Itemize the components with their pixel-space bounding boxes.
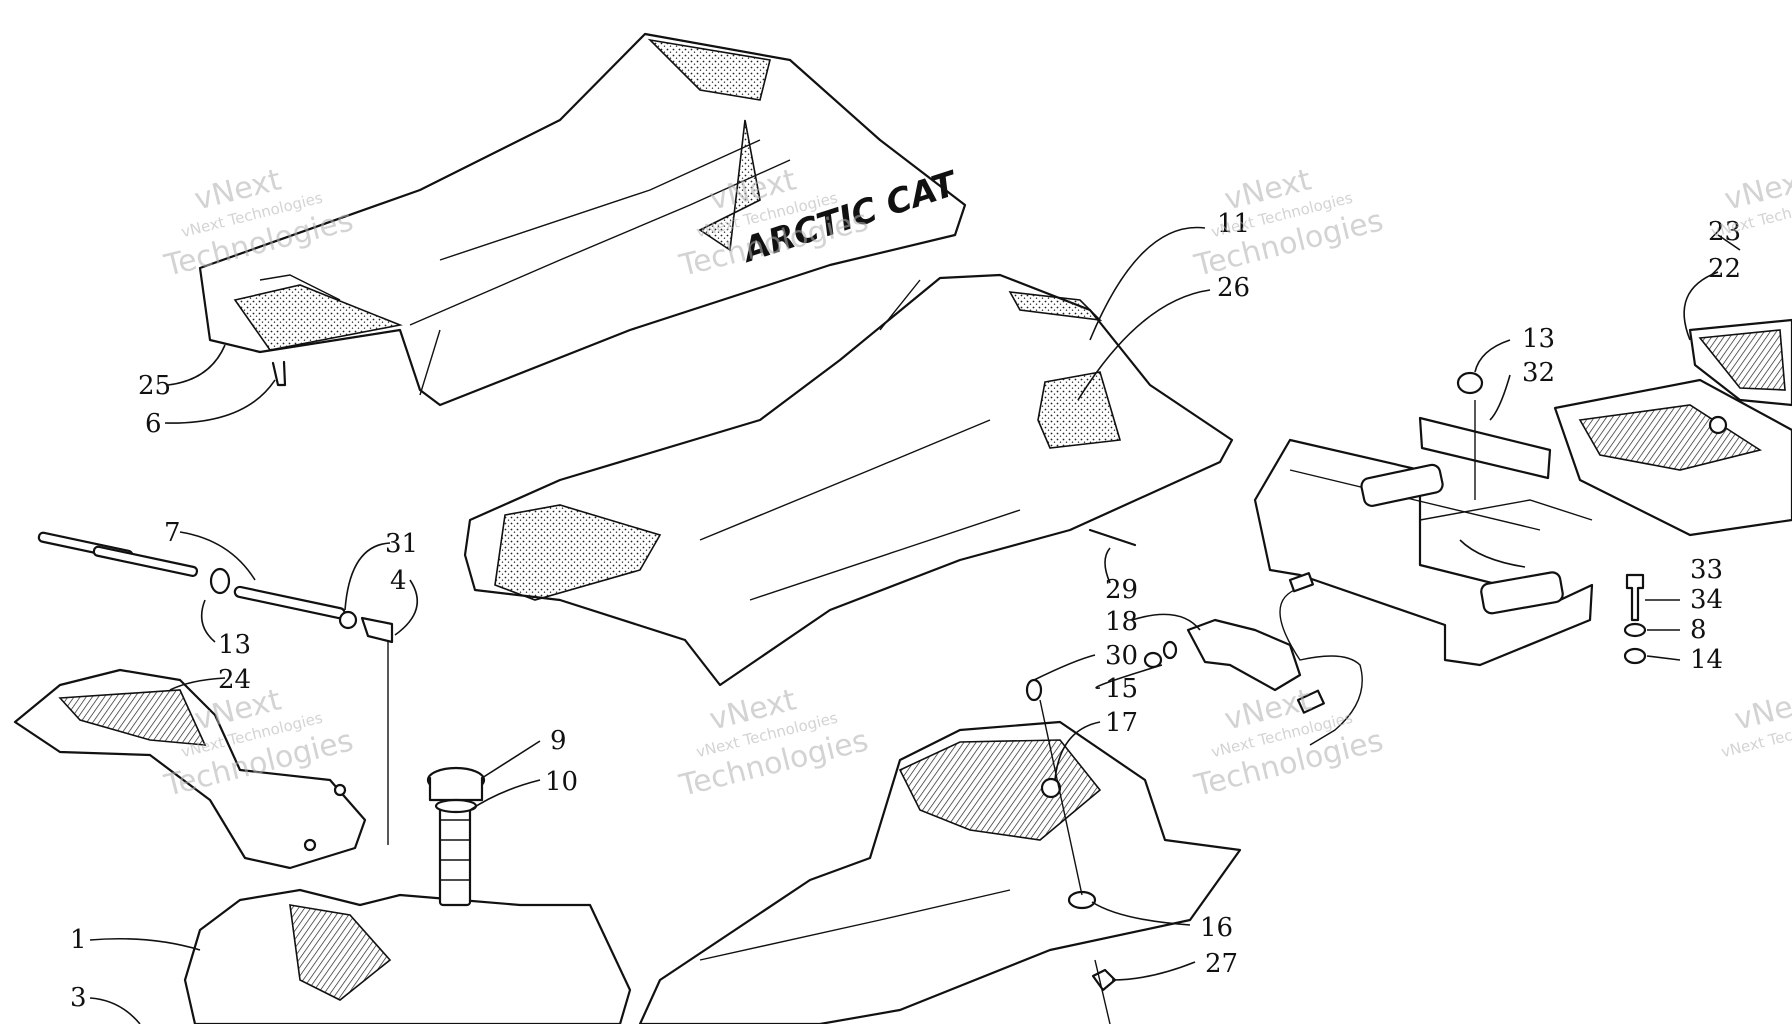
pin-29 [1088, 528, 1137, 547]
callout-27: 27 [1205, 949, 1238, 979]
callout-18: 18 [1105, 607, 1138, 637]
taillight-assembly [1553, 318, 1792, 537]
washer-15 [1162, 640, 1178, 660]
grab-rack [1253, 438, 1594, 667]
callout-25: 25 [138, 371, 171, 401]
callout-23: 23 [1708, 217, 1741, 247]
leader-lines [89, 226, 1741, 1024]
callout-33: 33 [1690, 555, 1723, 585]
callout-16: 16 [1200, 913, 1233, 943]
callout-1: 1 [70, 925, 87, 955]
washer-8 [1623, 622, 1647, 638]
callout-14: 14 [1690, 645, 1723, 675]
callout-9: 9 [550, 726, 567, 756]
callout-15: 15 [1105, 674, 1138, 704]
nut-14 [1623, 647, 1647, 665]
callout-13-right: 13 [1522, 324, 1555, 354]
callout-11: 11 [1217, 209, 1250, 239]
seat-cover-middle [463, 273, 1234, 687]
fuel-tank [183, 766, 632, 1024]
bolt-34 [1625, 573, 1645, 622]
callout-13-left: 13 [218, 630, 251, 660]
nut-15 [1143, 651, 1163, 669]
callout-labels: 11 26 23 22 13 32 25 6 7 31 4 13 24 29 1… [70, 209, 1741, 1013]
strap-rods [37, 531, 394, 845]
backrest-cushion [13, 668, 367, 870]
callout-32: 32 [1522, 358, 1555, 388]
callout-7: 7 [164, 518, 181, 548]
rack-pad [1418, 416, 1552, 480]
callout-10: 10 [545, 767, 578, 797]
callout-31: 31 [385, 529, 418, 559]
callout-22: 22 [1708, 254, 1741, 284]
callout-34: 34 [1690, 585, 1723, 615]
callout-30: 30 [1105, 641, 1138, 671]
callout-3: 3 [70, 983, 87, 1013]
callout-24: 24 [218, 665, 251, 695]
seat-cover-upper [198, 32, 967, 407]
callout-4: 4 [390, 566, 407, 596]
plug-30 [1025, 678, 1043, 702]
callout-26: 26 [1217, 273, 1250, 303]
clip-6 [271, 360, 287, 387]
callout-8: 8 [1690, 615, 1707, 645]
harness-bracket [1186, 572, 1363, 746]
callout-6: 6 [145, 409, 162, 439]
grommet-13-right [1456, 371, 1484, 395]
callout-29: 29 [1105, 575, 1138, 605]
callout-17: 17 [1105, 708, 1138, 738]
